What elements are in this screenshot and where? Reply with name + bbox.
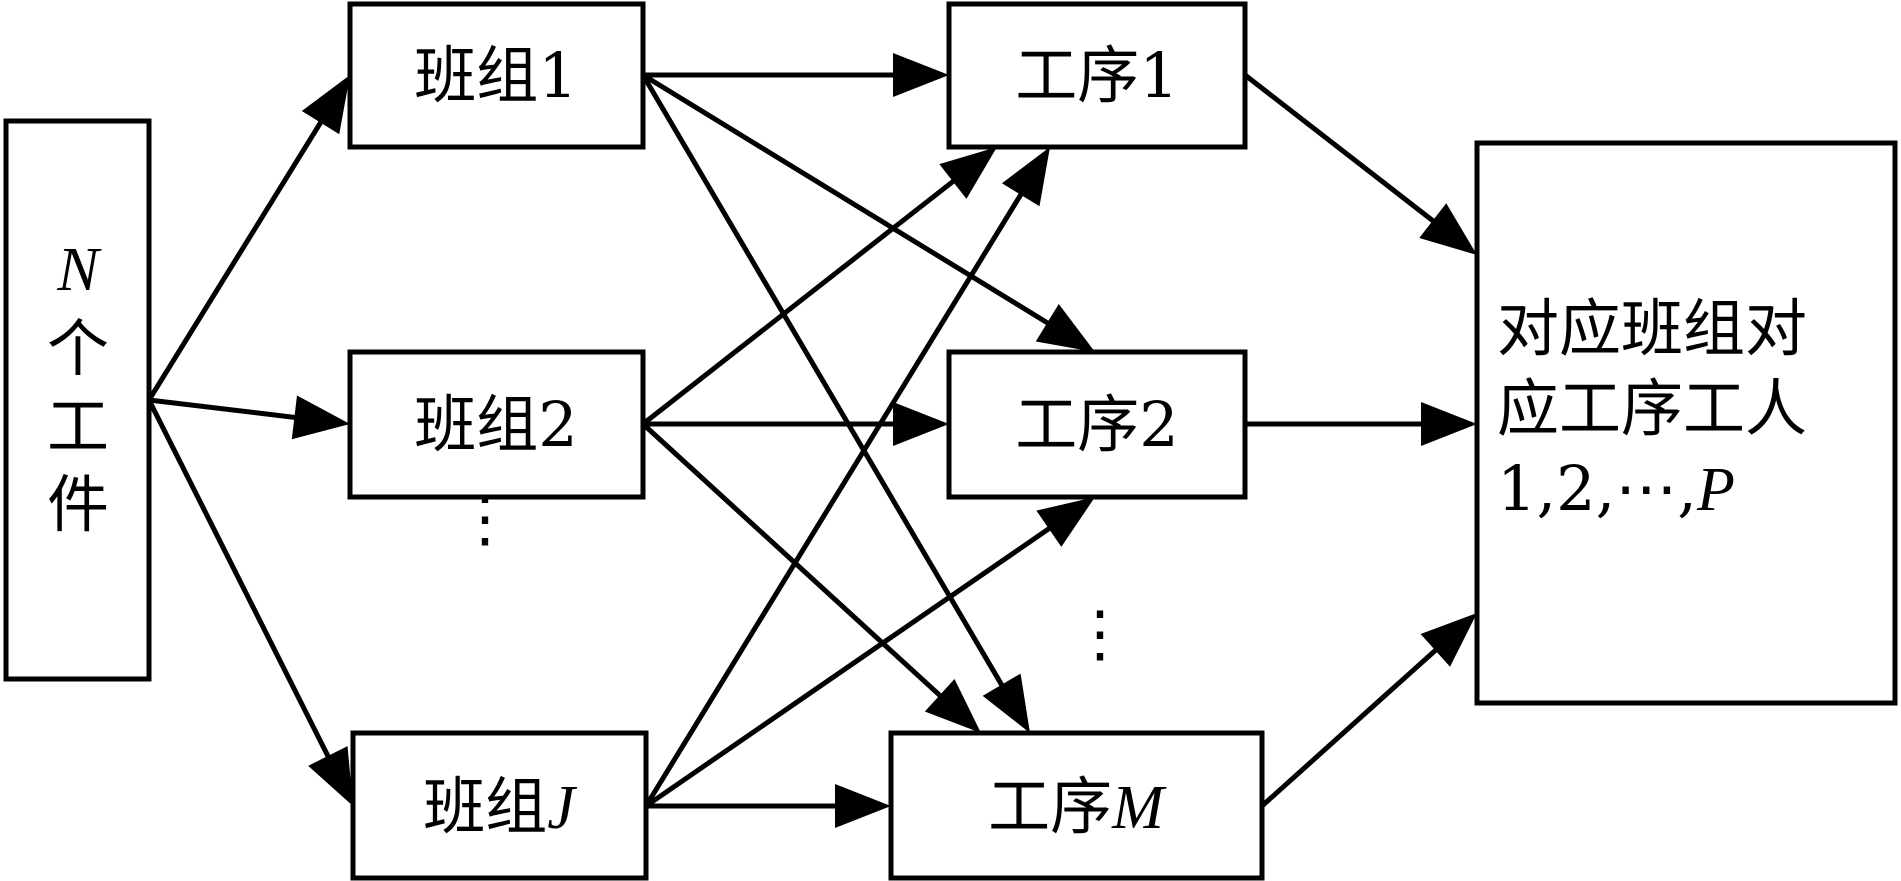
teamJ-label-text: 班组 (423, 770, 547, 843)
edge-workpieces-to-team2 (148, 397, 299, 421)
team1-box (347, 1, 646, 150)
edge-procM-to-workers (1260, 645, 1440, 808)
arrowhead-workpieces-to-teamJ (308, 746, 353, 806)
workers-line2: 应工序工人 (1497, 372, 1807, 445)
arrowhead-workpieces-to-team2 (291, 395, 350, 440)
edge-teamJ-to-proc2 (644, 524, 1054, 809)
arrowhead-proc2-to-workers (1421, 402, 1477, 446)
node-teamJ: 班组J (350, 730, 649, 881)
edge-team2-to-procM (641, 422, 945, 700)
arrowhead-proc1-to-workers (1419, 203, 1477, 255)
workers-line3: 1,2,⋯,P (1497, 452, 1735, 525)
arrowhead-team2-to-proc1 (939, 147, 997, 199)
workpieces-label: 个工件 (47, 312, 109, 541)
team1-label-text: 班组 (414, 39, 538, 112)
node-proc2: 工序2 (946, 349, 1248, 500)
teamJ-label: 班组J (423, 770, 577, 843)
proc1-label: 工序1 (1015, 39, 1178, 112)
edge-team1-to-procM (640, 73, 1006, 690)
arrowhead-procM-to-workers (1420, 613, 1477, 667)
proc1-box (946, 1, 1248, 150)
edge-proc1-to-workers (1243, 73, 1438, 226)
workpieces-box (3, 118, 152, 682)
processes-ellipsis: ⋮ (1069, 597, 1131, 670)
workpieces-label-char: 工 (47, 390, 109, 463)
arrowhead-teamJ-to-proc2 (1036, 497, 1095, 547)
procM-index: M (1111, 774, 1167, 842)
edge-workpieces-to-team1 (146, 117, 325, 402)
edge-workpieces-to-teamJ (146, 398, 332, 761)
teamJ-box (350, 730, 649, 881)
procM-box (888, 730, 1265, 881)
node-procM: 工序M (888, 730, 1265, 881)
arrowhead-teamJ-to-proc1 (1001, 147, 1050, 207)
node-team2: 班组2 (347, 349, 646, 500)
procM-label-text: 工序 (988, 770, 1112, 843)
team2-label-text: 班组 (414, 388, 538, 461)
workers-line1: 对应班组对 (1497, 292, 1807, 365)
workpieces-var: N (56, 236, 102, 304)
workers-box (1474, 140, 1898, 706)
teamJ-index: J (547, 774, 577, 842)
arrowhead-team2-to-proc2 (893, 402, 949, 446)
teams-ellipsis: ⋮ (454, 482, 516, 555)
team1-index: 1 (538, 39, 577, 112)
edges-layer (146, 53, 1477, 828)
proc1-index: 1 (1139, 39, 1178, 112)
arrowhead-workpieces-to-team1 (301, 75, 350, 135)
proc2-index: 2 (1139, 388, 1178, 461)
team1-label: 班组1 (414, 39, 577, 112)
team2-box (347, 349, 646, 500)
workpieces-label-char: 件 (47, 468, 109, 541)
arrowhead-team1-to-procM (982, 673, 1030, 733)
arrowhead-team1-to-proc1 (893, 53, 949, 97)
proc1-label-text: 工序 (1015, 39, 1139, 112)
arrowhead-teamJ-to-procM (835, 784, 891, 828)
node-workers: 对应班组对 应工序工人 1,2,⋯,P (1474, 140, 1898, 706)
team2-index: 2 (538, 388, 577, 461)
workers-line3-var: P (1696, 456, 1735, 524)
team2-label: 班组2 (414, 388, 577, 461)
node-workpieces: N 个工件 (3, 118, 152, 682)
proc2-box (946, 349, 1248, 500)
procM-label: 工序M (988, 770, 1167, 843)
edge-team2-to-proc1 (641, 177, 958, 426)
edge-team1-to-proc2 (641, 72, 1052, 327)
workpieces-label-char: 个 (47, 312, 109, 385)
proc2-label: 工序2 (1015, 388, 1178, 461)
proc2-label-text: 工序 (1015, 388, 1139, 461)
edge-teamJ-to-proc1 (643, 190, 1025, 808)
workers-line3-prefix: 1,2,⋯, (1497, 452, 1697, 525)
arrowhead-team2-to-procM (924, 678, 981, 733)
arrowhead-team1-to-proc2 (1035, 303, 1095, 352)
node-team1: 班组1 (347, 1, 646, 150)
node-proc1: 工序1 (946, 1, 1248, 150)
